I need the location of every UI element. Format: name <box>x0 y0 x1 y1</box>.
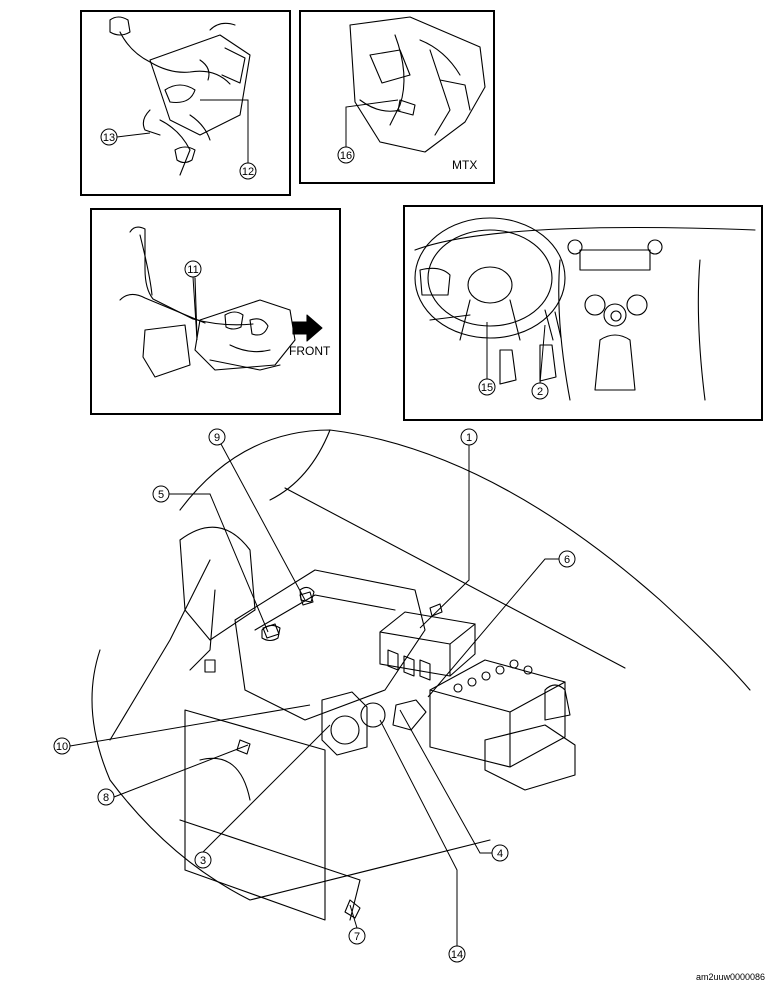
svg-text:12: 12 <box>242 166 254 178</box>
callout-markers: 13 12 16 11 15 2 9 1 <box>53 128 576 963</box>
callout-6: 6 <box>558 550 576 568</box>
callout-8: 8 <box>97 788 115 806</box>
callout-1: 1 <box>460 428 478 446</box>
callout-12: 12 <box>239 162 257 180</box>
svg-text:10: 10 <box>56 741 68 753</box>
harness-front-illustration <box>119 226 296 378</box>
svg-text:13: 13 <box>103 132 115 144</box>
callout-16: 16 <box>337 146 355 164</box>
callout-5: 5 <box>152 485 170 503</box>
front-arrow-icon <box>292 314 323 342</box>
svg-text:4: 4 <box>497 848 503 860</box>
svg-text:3: 3 <box>200 855 206 867</box>
front-label: FRONT <box>289 344 331 358</box>
callout-14: 14 <box>448 945 466 963</box>
callout-9: 9 <box>208 428 226 446</box>
inset-frame-middle-left <box>90 208 341 415</box>
callout-10: 10 <box>53 737 71 755</box>
callout-13: 13 <box>100 128 118 146</box>
leader-lines <box>69 99 559 946</box>
svg-text:6: 6 <box>564 554 570 566</box>
callout-2: 2 <box>531 382 549 400</box>
callout-15: 15 <box>478 378 496 396</box>
callout-11: 11 <box>184 260 202 278</box>
dashboard-pedals-illustration <box>414 217 756 401</box>
svg-text:11: 11 <box>187 264 198 276</box>
svg-text:1: 1 <box>466 432 472 444</box>
svg-text:5: 5 <box>158 489 164 501</box>
figure-code: am2uuw0000086 <box>695 972 765 982</box>
svg-text:16: 16 <box>340 150 352 162</box>
svg-text:2: 2 <box>537 386 543 398</box>
mtx-transaxle-illustration <box>349 16 486 153</box>
callout-3: 3 <box>194 851 212 869</box>
callout-7: 7 <box>348 927 366 945</box>
harness-transaxle-illustration <box>109 16 251 176</box>
svg-text:7: 7 <box>354 931 360 943</box>
engine-bay-illustration <box>91 429 751 921</box>
svg-text:8: 8 <box>103 792 109 804</box>
inset-frame-top-left <box>80 10 291 196</box>
svg-text:14: 14 <box>451 949 463 961</box>
callout-4: 4 <box>491 844 509 862</box>
svg-text:15: 15 <box>481 382 493 394</box>
svg-text:9: 9 <box>214 432 220 444</box>
mtx-label: MTX <box>452 158 478 172</box>
